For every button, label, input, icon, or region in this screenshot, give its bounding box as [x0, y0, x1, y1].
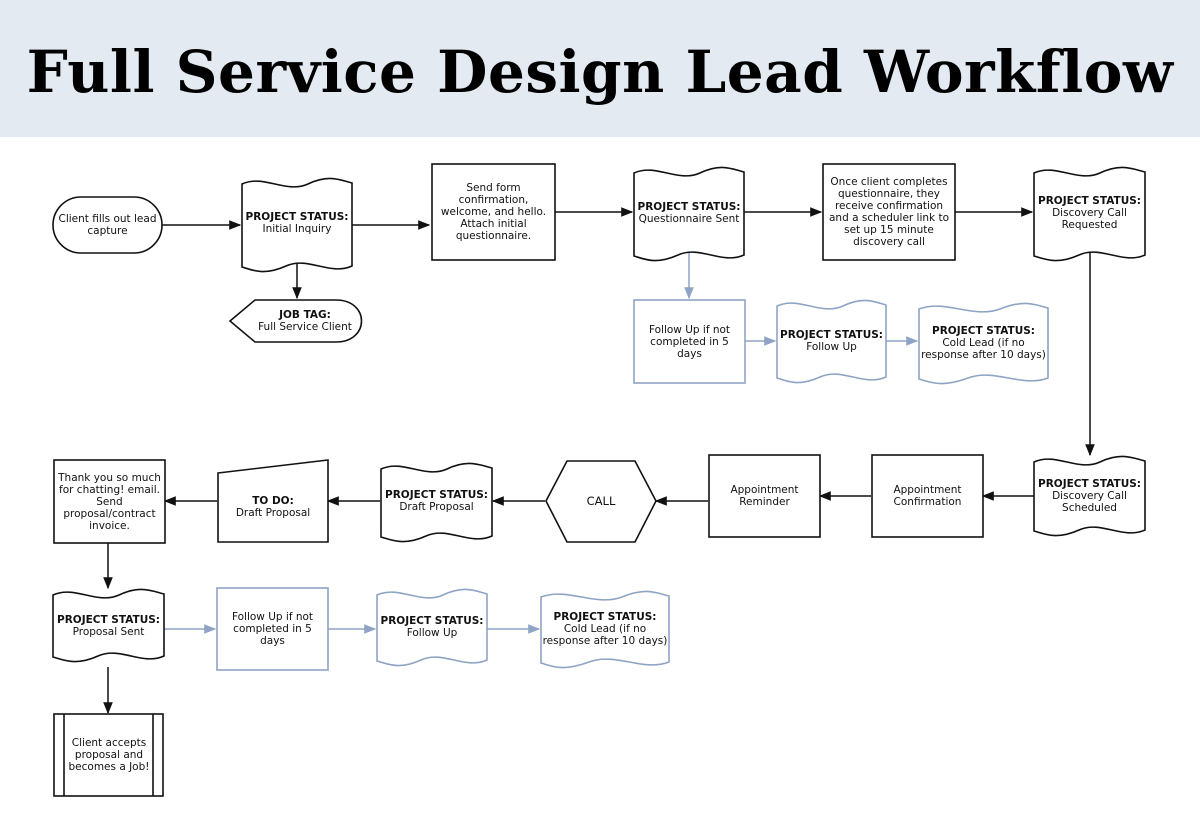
- node-heading: PROJECT STATUS:: [553, 611, 657, 623]
- display-shape: [228, 299, 363, 343]
- node-heading: PROJECT STATUS:: [932, 325, 1035, 337]
- node-appt-confirmation: Appointment Confirmation: [875, 458, 980, 534]
- node-followup-status-1: PROJECT STATUS: Follow Up: [778, 310, 885, 372]
- node-heading: PROJECT STATUS:: [385, 489, 488, 501]
- node-text: Thank you so much for chatting! email. S…: [58, 471, 161, 532]
- page-title: Full Service Design Lead Workflow: [26, 38, 1174, 106]
- node-heading: PROJECT STATUS:: [780, 329, 883, 341]
- node-heading: TO DO:: [252, 495, 294, 507]
- node-heading: PROJECT STATUS:: [245, 211, 349, 223]
- node-scheduler-link: Once client completes questionnaire, the…: [827, 168, 951, 256]
- node-text: Follow Up: [406, 627, 458, 639]
- node-initial-inquiry: PROJECT STATUS: Initial Inquiry: [243, 190, 351, 256]
- node-text: Once client completes questionnaire, the…: [828, 176, 950, 248]
- node-text: Appointment Confirmation: [893, 484, 962, 508]
- document-shape: [52, 588, 165, 663]
- manual-input-shape: [217, 459, 329, 543]
- node-heading: PROJECT STATUS:: [637, 201, 741, 213]
- edges: [103, 207, 1095, 715]
- node-text: Send form confirmation, welcome, and hel…: [440, 182, 547, 242]
- process-shape: [216, 587, 329, 671]
- node-text: Cold Lead (if no response after 10 days): [921, 337, 1046, 361]
- process-shape: [871, 454, 984, 538]
- node-send-form: Send form confirmation, welcome, and hel…: [438, 168, 549, 256]
- node-text: Draft Proposal: [399, 501, 474, 513]
- process-shape: [822, 163, 956, 261]
- node-text: Discovery Call Requested: [1052, 207, 1127, 231]
- node-heading: PROJECT STATUS:: [380, 615, 484, 627]
- node-text: CALL: [586, 494, 616, 508]
- node-job-tag: JOB TAG: Full Service Client: [250, 302, 360, 340]
- process-shape: [53, 459, 166, 544]
- process-shape: [708, 454, 821, 538]
- node-text: Cold Lead (if no response after 10 days): [542, 623, 668, 647]
- node-thank-you: Thank you so much for chatting! email. S…: [57, 463, 162, 540]
- node-proposal-sent: PROJECT STATUS: Proposal Sent: [54, 598, 163, 654]
- node-text: Follow Up if not completed in 5 days: [231, 611, 314, 647]
- document-shape: [380, 462, 493, 543]
- node-call: CALL: [560, 470, 642, 532]
- predefined-process-shape: [53, 713, 164, 797]
- node-heading: PROJECT STATUS:: [1038, 478, 1141, 490]
- node-text: Draft Proposal: [235, 507, 311, 519]
- node-text: Client fills out lead capture: [58, 213, 157, 237]
- document-shape: [540, 590, 670, 669]
- node-discovery-requested: PROJECT STATUS: Discovery Call Requested: [1035, 178, 1144, 248]
- node-text: Initial Inquiry: [262, 223, 332, 235]
- node-cold-lead-1: PROJECT STATUS: Cold Lead (if no respons…: [920, 312, 1047, 374]
- node-draft-proposal-status: PROJECT STATUS: Draft Proposal: [382, 472, 491, 530]
- document-shape: [376, 588, 488, 667]
- node-heading: PROJECT STATUS:: [1038, 195, 1141, 207]
- document-shape: [776, 299, 887, 384]
- node-text: Follow Up if not completed in 5 days: [648, 323, 731, 360]
- document-shape: [633, 166, 745, 262]
- node-text: Proposal Sent: [72, 626, 145, 638]
- process-shape: [633, 299, 746, 384]
- document-shape: [1033, 166, 1146, 262]
- title-banner: [0, 0, 1200, 137]
- shapes: [52, 163, 1146, 797]
- preparation-shape: [545, 460, 657, 543]
- node-text: Full Service Client: [258, 321, 352, 333]
- node-followup-task-2: Follow Up if not completed in 5 days: [220, 591, 325, 667]
- node-text: Questionnaire Sent: [638, 213, 740, 225]
- node-draft-proposal-todo: TO DO: Draft Proposal: [220, 474, 326, 540]
- process-shape: [431, 163, 556, 261]
- node-text: Client accepts proposal and becomes a Jo…: [68, 737, 150, 773]
- node-text: Follow Up: [806, 341, 857, 353]
- node-followup-task-1: Follow Up if not completed in 5 days: [637, 303, 742, 380]
- node-appt-reminder: Appointment Reminder: [712, 458, 817, 534]
- node-cold-lead-2: PROJECT STATUS: Cold Lead (if no respons…: [542, 600, 668, 658]
- terminal-shape: [52, 196, 163, 254]
- node-heading: JOB TAG:: [279, 309, 331, 321]
- document-shape: [241, 177, 353, 273]
- node-text: Appointment Reminder: [730, 484, 799, 508]
- node-becomes-job: Client accepts proposal and becomes a Jo…: [67, 717, 151, 793]
- document-shape: [918, 302, 1049, 385]
- document-shape: [1033, 455, 1146, 537]
- node-questionnaire-sent: PROJECT STATUS: Questionnaire Sent: [635, 180, 743, 246]
- node-lead-capture: Client fills out lead capture: [56, 200, 159, 250]
- node-discovery-scheduled: PROJECT STATUS: Discovery Call Scheduled: [1035, 465, 1144, 527]
- node-text: Discovery Call Scheduled: [1052, 490, 1127, 514]
- node-followup-status-2: PROJECT STATUS: Follow Up: [378, 598, 486, 656]
- node-heading: PROJECT STATUS:: [57, 614, 160, 626]
